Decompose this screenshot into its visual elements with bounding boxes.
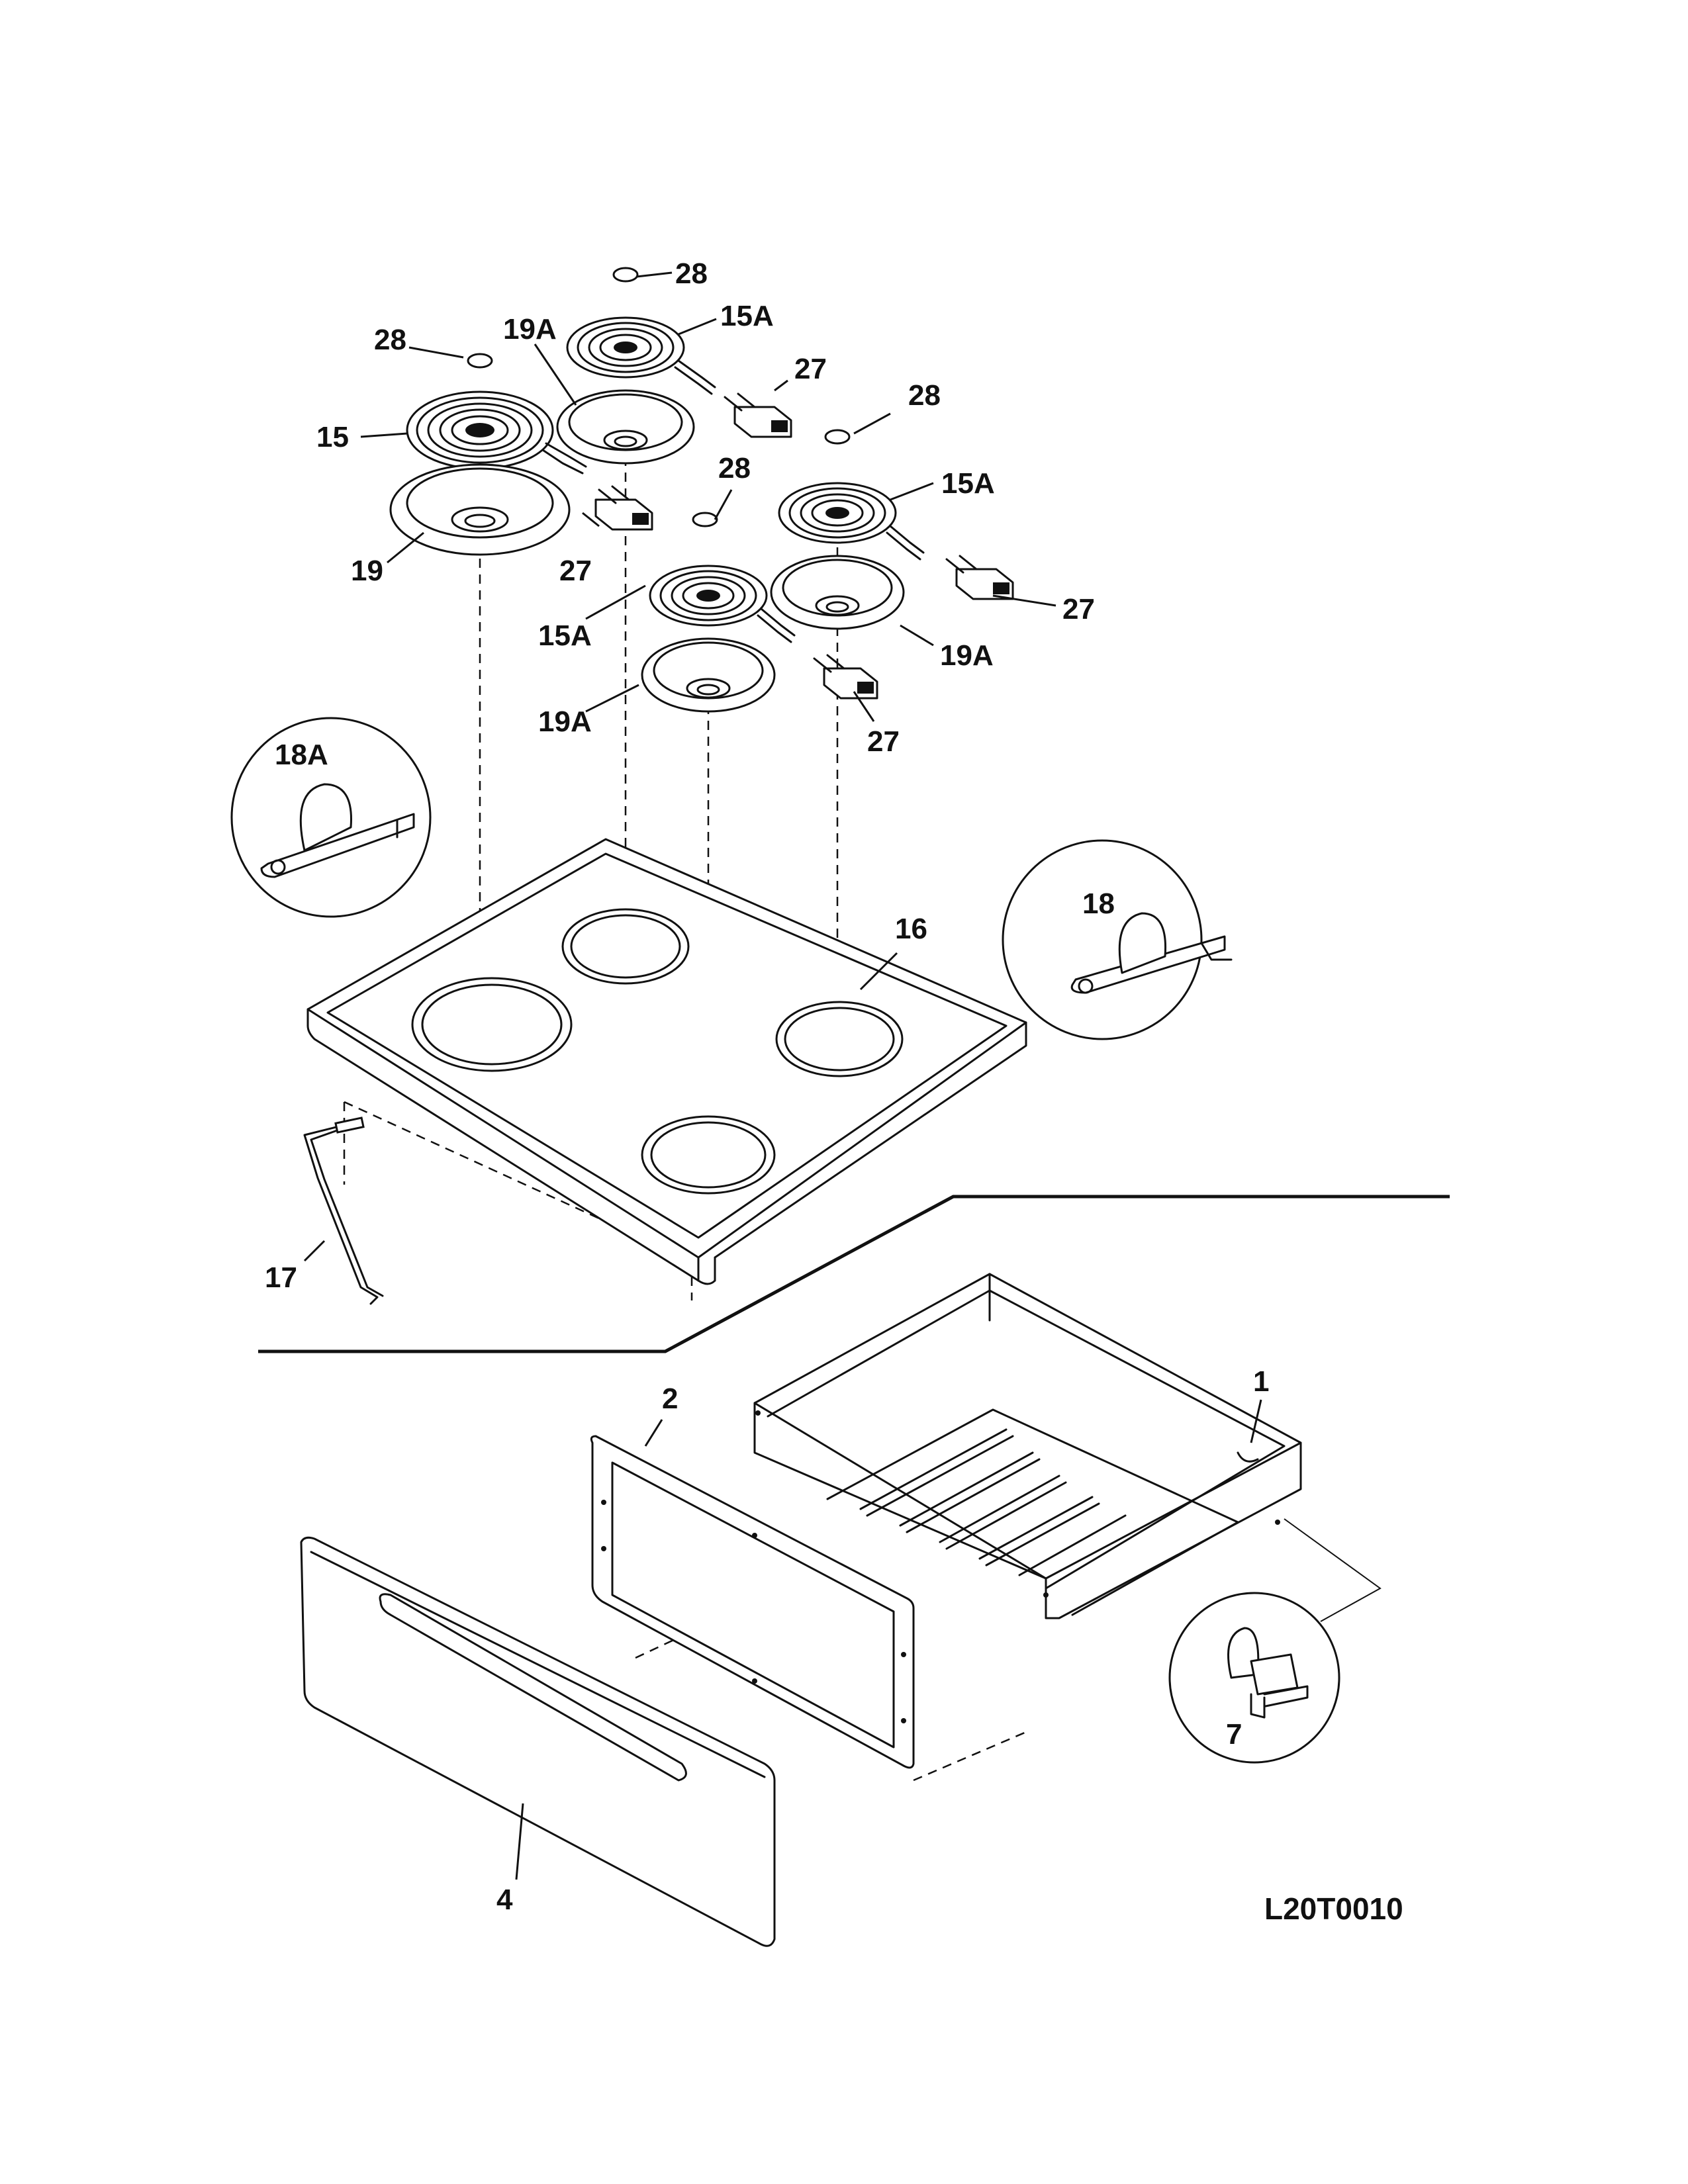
label-15: 15 (316, 421, 349, 453)
label-28-mid: 28 (718, 452, 751, 484)
detail-circle-18 (1002, 839, 1233, 1040)
label-19: 19 (351, 555, 383, 587)
section-divider-line (258, 1195, 1450, 1353)
label-7: 7 (1226, 1718, 1242, 1751)
label-27-left: 27 (559, 555, 592, 587)
label-1: 1 (1253, 1365, 1269, 1398)
label-27-bottom: 27 (867, 725, 900, 758)
label-15a-top: 15A (720, 300, 774, 332)
terminal-block-27-top (724, 392, 792, 438)
drawer-slide-guide (1284, 1518, 1382, 1622)
detail-circle-18a (230, 717, 432, 918)
drawer-frame-2 (590, 1435, 915, 1769)
surface-element-15a-right (778, 482, 925, 561)
label-27-right: 27 (1062, 593, 1095, 625)
detail-circle-7 (1168, 1592, 1340, 1764)
label-16: 16 (895, 913, 927, 945)
label-28-left: 28 (374, 324, 406, 356)
leader-lines (303, 271, 1262, 1880)
label-27-top: 27 (794, 353, 827, 385)
drip-bowl-19a-right (770, 555, 905, 630)
surface-element-15a-mid (649, 565, 796, 643)
terminal-block-27-bottom (813, 654, 878, 700)
label-15a-right: 15A (941, 467, 995, 500)
terminal-block-27-right (945, 555, 1014, 600)
trim-ring-28-top (612, 267, 639, 283)
drip-bowl-19a-top (556, 389, 695, 465)
label-4: 4 (496, 1884, 513, 1916)
label-2: 2 (662, 1383, 678, 1415)
part-labels: 28 15A 19A 28 15 27 28 15A 28 27 19 27 1… (265, 257, 1269, 1916)
drip-bowl-19 (389, 463, 571, 556)
label-28-right: 28 (908, 379, 941, 412)
label-18a: 18A (275, 739, 328, 771)
drawer-front-panel-4 (300, 1536, 776, 1947)
drip-bowl-19a-mid (641, 637, 776, 713)
trim-ring-28-right (824, 429, 851, 445)
rod-17 (303, 1116, 384, 1305)
drawer-body-1 (753, 1273, 1302, 1619)
drawing-number: L20T0010 (1264, 1891, 1403, 1926)
label-18: 18 (1082, 887, 1115, 920)
cooktop-16 (306, 838, 1027, 1285)
label-17: 17 (265, 1261, 297, 1294)
label-19a-top: 19A (503, 313, 557, 345)
label-19a-right: 19A (940, 639, 994, 672)
label-28-top: 28 (675, 257, 708, 290)
trim-ring-28-mid (692, 512, 718, 527)
surface-element-15 (406, 390, 587, 475)
label-15a-mid: 15A (538, 619, 592, 652)
label-19a-mid: 19A (538, 705, 592, 738)
surface-element-15a-top (566, 316, 716, 395)
terminal-block-27-left (594, 485, 653, 531)
trim-ring-28-left (467, 353, 493, 369)
